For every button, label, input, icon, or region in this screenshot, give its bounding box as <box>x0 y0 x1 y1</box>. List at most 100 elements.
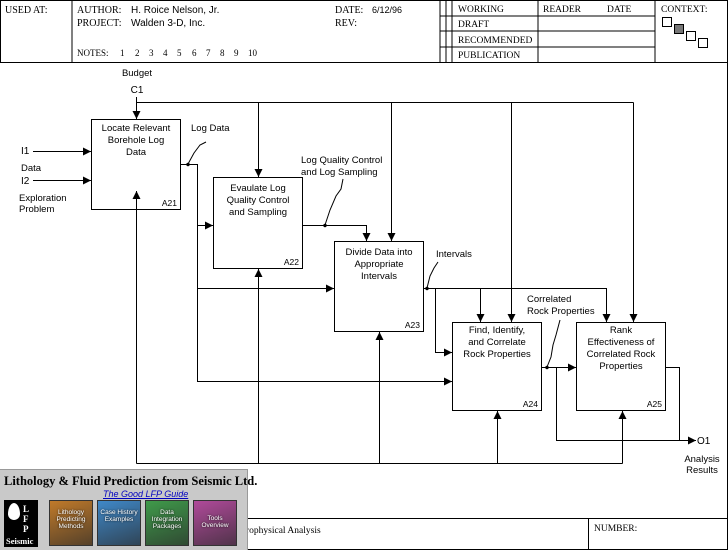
note-number: 3 <box>149 48 154 58</box>
project-value: Walden 3-D, Inc. <box>131 18 205 29</box>
note-number: 10 <box>248 48 258 58</box>
activity-a22-id: A22 <box>284 257 299 267</box>
tile-label: Data Integration Packages <box>151 509 183 530</box>
input-label-exploration: Exploration Problem <box>19 193 69 215</box>
guide-tile-tools[interactable]: Tools Overview <box>193 500 237 546</box>
logo-letter-p: P <box>23 524 29 534</box>
used-at-label: USED AT: <box>5 5 48 16</box>
leader-lqc <box>324 178 344 226</box>
activity-a25-line-1: Rank <box>610 325 632 336</box>
output-label-line-1: Analysis <box>684 454 720 465</box>
author-value: H. Roice Nelson, Jr. <box>131 5 219 16</box>
number-label: NUMBER: <box>594 524 637 534</box>
activity-box-a25[interactable]: Rank Effectiveness of Correlated Rock Pr… <box>576 322 666 411</box>
arrow-lqc-to-a23 <box>303 225 371 241</box>
guide-tile-data-integration[interactable]: Data Integration Packages <box>145 500 189 546</box>
activity-a25-line-4: Properties <box>599 361 643 372</box>
activity-a25-line-3: Correlated Rock <box>587 349 656 360</box>
note-number: 9 <box>234 48 239 58</box>
junction-dot <box>186 162 190 167</box>
arrow-correlated-to-output <box>556 367 696 445</box>
activity-a21-line-3: Data <box>126 147 147 158</box>
arrow-label-lqc-line-2: and Log Sampling <box>301 167 378 178</box>
tile-label: Case History Examples <box>100 509 138 523</box>
activity-a23-line-2: Appropriate <box>354 259 403 270</box>
guide-tile-lithology[interactable]: Lithology Predicting Methods <box>49 500 93 546</box>
note-number: 1 <box>120 48 125 58</box>
activity-a25-line-2: Effectiveness of <box>588 337 655 348</box>
leader-intervals <box>426 261 439 289</box>
diagram-title-fragment: rophysical Analysis <box>246 526 321 536</box>
input-label-data: Data <box>21 163 42 174</box>
control-label-budget: Budget <box>122 68 152 79</box>
reader-date-label: DATE <box>607 5 631 15</box>
activity-a22-line-1: Evaulate Log <box>230 183 285 194</box>
logo-letter-f: F <box>23 514 29 524</box>
note-number: 2 <box>135 48 140 58</box>
tile-label: Tools Overview <box>201 515 229 529</box>
activity-a24-line-1: Find, Identify, <box>469 325 525 336</box>
logo-guide-link[interactable]: The Good LFP Guide <box>103 489 189 499</box>
date-label: DATE: <box>335 5 363 16</box>
input-code-i2: I2 <box>21 176 30 187</box>
activity-a25-id: A25 <box>647 399 662 409</box>
activity-a24-line-2: and Correlate <box>468 337 526 348</box>
arrow-a25-output <box>666 367 680 441</box>
activity-a24-line-3: Rock Properties <box>463 349 531 360</box>
leader-correlated <box>546 319 561 368</box>
logo-seismic-word: Seismic <box>6 536 34 546</box>
oil-drop-icon <box>8 503 20 520</box>
rev-label: REV: <box>335 18 357 29</box>
activity-a23-line-1: Divide Data into <box>345 247 412 258</box>
junction-dot <box>425 286 429 291</box>
status-publication: PUBLICATION <box>458 51 520 61</box>
note-number: 6 <box>192 48 197 58</box>
note-number: 8 <box>220 48 225 58</box>
arrow-label-correlated-line-1: Correlated <box>527 294 571 305</box>
activity-a23-id: A23 <box>405 320 420 330</box>
status-draft: DRAFT <box>458 20 489 30</box>
junction-dot <box>545 365 549 370</box>
activity-a21-id: A21 <box>162 198 177 208</box>
input-code-i1: I1 <box>21 146 30 157</box>
arrow-intervals-to-a24 <box>435 288 452 357</box>
activity-a22-line-2: Quality Control <box>227 195 290 206</box>
notes-label: NOTES: <box>77 48 109 58</box>
tile-label: Lithology Predicting Methods <box>56 509 86 530</box>
guide-tile-case-history[interactable]: Case History Examples <box>97 500 141 546</box>
output-code-o1: O1 <box>697 436 711 447</box>
logo-title: Lithology & Fluid Prediction from Seismi… <box>4 474 258 488</box>
activity-a21-line-1: Locate Relevant <box>102 123 171 134</box>
context-label: CONTEXT: <box>661 5 708 15</box>
leader-log-data <box>187 141 207 165</box>
arrow-intervals-to-a25 <box>480 288 611 322</box>
control-code-c1: C1 <box>131 85 144 96</box>
activity-a21-line-2: Borehole Log <box>108 135 165 146</box>
junction-dot <box>323 223 327 228</box>
footer-frame <box>248 62 728 550</box>
activity-box-a22[interactable]: Evaulate Log Quality Control and Samplin… <box>213 177 303 269</box>
note-number: 4 <box>163 48 168 58</box>
arrow-label-log-data: Log Data <box>191 123 230 134</box>
output-label-line-2: Results <box>686 465 718 476</box>
note-number: 5 <box>177 48 182 58</box>
reader-label: READER <box>543 5 582 15</box>
activity-box-a24[interactable]: Find, Identify, and Correlate Rock Prope… <box>452 322 542 411</box>
status-recommended: RECOMMENDED <box>458 36 533 46</box>
project-label: PROJECT: <box>77 18 122 29</box>
arrow-label-correlated-line-2: Rock Properties <box>527 306 595 317</box>
activity-a23-line-3: Intervals <box>361 271 397 282</box>
arrow-label-intervals: Intervals <box>436 249 472 260</box>
lfp-logo-panel[interactable]: Lithology & Fluid Prediction from Seismi… <box>0 469 257 550</box>
arrow-intervals-to-a24-control <box>424 288 485 322</box>
arrow-label-lqc-line-1: Log Quality Control <box>301 155 382 166</box>
author-label: AUTHOR: <box>77 5 121 16</box>
activity-box-a23[interactable]: Divide Data into Appropriate Intervals A… <box>334 241 424 332</box>
status-working: WORKING <box>458 5 504 15</box>
activity-a24-id: A24 <box>523 399 538 409</box>
date-value: 6/12/96 <box>372 5 402 15</box>
lfp-seismic-logo: L F P Seismic <box>4 500 38 547</box>
